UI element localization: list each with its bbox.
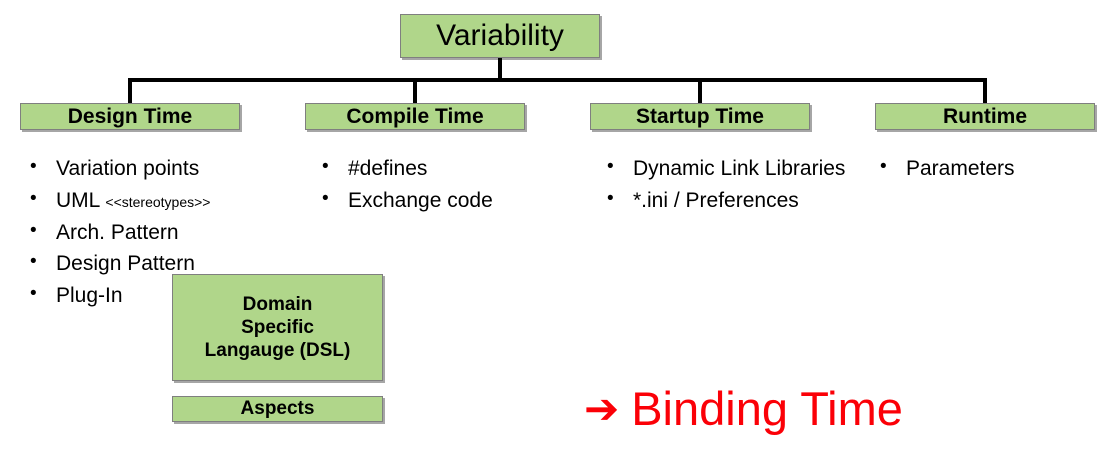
node-design-time-label: Design Time xyxy=(67,104,193,128)
list-item: • #defines xyxy=(322,154,572,184)
list-item: • Exchange code xyxy=(322,186,572,216)
callout-binding-time: ➔ Binding Time xyxy=(584,385,903,432)
bullet-marker-icon: • xyxy=(30,283,37,305)
list-item-main-text: UML xyxy=(56,188,106,212)
list-item-label: Exchange code xyxy=(348,188,493,212)
bullet-list-runtime: • Parameters xyxy=(880,154,1100,186)
connector-horizontal-bus xyxy=(128,78,987,82)
list-item-label: UML <<stereotypes>> xyxy=(56,186,285,216)
list-item-label: Design Pattern xyxy=(56,252,195,276)
node-aspects-label: Aspects xyxy=(240,398,315,420)
list-item-label: Plug-In xyxy=(56,284,123,308)
bullet-marker-icon: • xyxy=(607,156,614,177)
connector-drop-design-time xyxy=(128,78,132,104)
list-item: • Variation points xyxy=(30,154,285,184)
right-arrow-icon: ➔ xyxy=(584,384,620,432)
callout-binding-time-label: Binding Time xyxy=(631,382,903,435)
connector-drop-startup-time xyxy=(698,78,702,104)
connector-drop-runtime xyxy=(983,78,987,104)
list-item-label: Parameters xyxy=(906,157,1015,180)
node-runtime-label: Runtime xyxy=(943,104,1027,128)
bullet-marker-icon: • xyxy=(322,187,329,209)
node-compile-time-label: Compile Time xyxy=(346,104,484,128)
bullet-marker-icon: • xyxy=(30,251,37,273)
list-item: • Dynamic Link Libraries xyxy=(607,154,855,184)
list-item-label: Dynamic Link Libraries xyxy=(633,157,846,180)
node-startup-time-label: Startup Time xyxy=(636,104,764,128)
node-dsl-line-2: Specific xyxy=(241,316,314,338)
list-item-stereotype-text: <<stereotypes>> xyxy=(105,193,211,210)
list-item-label: Arch. Pattern xyxy=(56,220,179,244)
list-item: • Parameters xyxy=(880,154,1100,184)
connector-root-stem xyxy=(498,58,502,80)
list-item-label: #defines xyxy=(348,157,428,180)
list-item: • Design Pattern xyxy=(30,249,285,279)
bullet-list-compile-time: • #defines • Exchange code xyxy=(322,154,572,218)
node-dsl-line-1: Domain xyxy=(242,293,313,315)
bullet-marker-icon: • xyxy=(607,187,614,209)
bullet-list-design-time: • Variation points • UML <<stereotypes>>… xyxy=(30,154,285,313)
node-compile-time: Compile Time xyxy=(305,103,525,130)
bullet-marker-icon: • xyxy=(880,156,887,177)
node-runtime: Runtime xyxy=(875,103,1095,130)
bullet-marker-icon: • xyxy=(30,156,37,177)
list-item: • *.ini / Preferences xyxy=(607,186,855,216)
bullet-marker-icon: • xyxy=(322,156,329,177)
list-item-label: Variation points xyxy=(56,157,200,180)
node-startup-time: Startup Time xyxy=(590,103,810,130)
list-item: • UML <<stereotypes>> xyxy=(30,186,285,216)
list-item: • Arch. Pattern xyxy=(30,218,285,248)
list-item-label: *.ini / Preferences xyxy=(633,188,799,212)
connector-drop-compile-time xyxy=(413,78,417,104)
node-variability: Variability xyxy=(400,14,600,58)
bullet-list-startup-time: • Dynamic Link Libraries • *.ini / Prefe… xyxy=(607,154,855,218)
list-item: • Plug-In xyxy=(30,281,285,311)
bullet-marker-icon: • xyxy=(30,219,37,241)
bullet-marker-icon: • xyxy=(30,187,37,209)
node-dsl-line-3: Langauge (DSL) xyxy=(204,340,351,362)
node-aspects: Aspects xyxy=(172,396,383,422)
node-design-time: Design Time xyxy=(20,103,240,130)
node-variability-label: Variability xyxy=(436,19,564,52)
node-domain-specific-language: Domain Specific Langauge (DSL) xyxy=(172,274,383,381)
